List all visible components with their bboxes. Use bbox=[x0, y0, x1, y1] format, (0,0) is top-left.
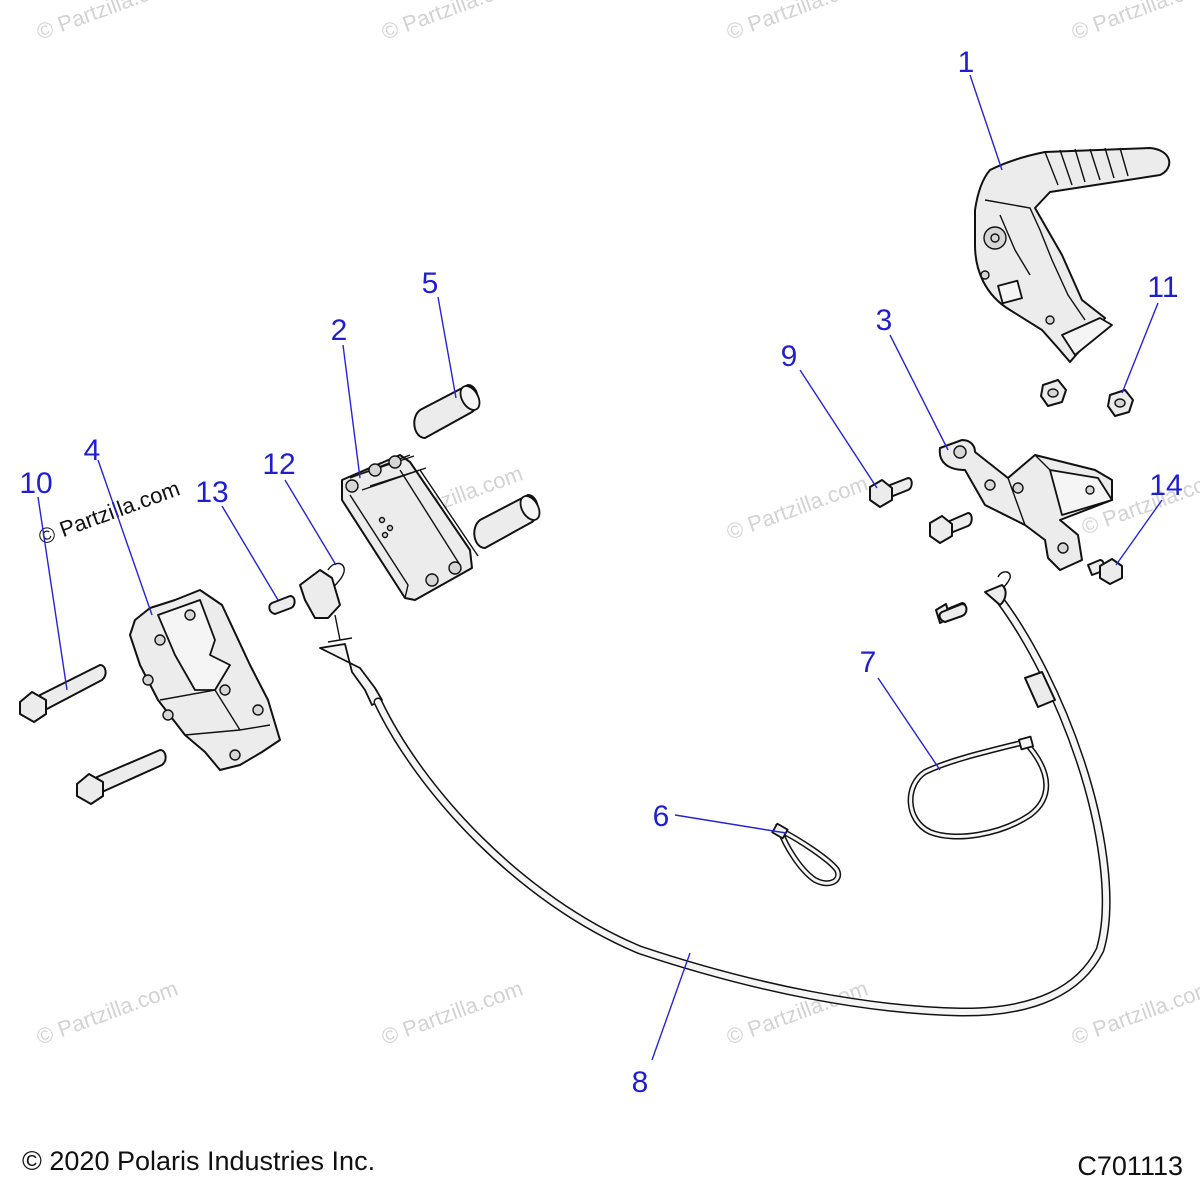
callout-13: 13 bbox=[195, 476, 228, 509]
callout-3: 3 bbox=[876, 304, 893, 337]
part-5-sleeve bbox=[413, 384, 541, 549]
watermark: © Partzilla.com bbox=[378, 0, 526, 45]
callout-4: 4 bbox=[84, 434, 101, 467]
part-4-mounting-plate bbox=[129, 589, 281, 771]
part-2-clamp-block bbox=[341, 454, 479, 601]
callout-14: 14 bbox=[1149, 469, 1182, 502]
leader-lines bbox=[37, 74, 1163, 1061]
callout-12: 12 bbox=[262, 448, 295, 481]
callout-7: 7 bbox=[860, 646, 877, 679]
callout-10: 10 bbox=[19, 467, 52, 500]
watermark: © Partzilla.com bbox=[378, 976, 526, 1050]
callout-6: 6 bbox=[653, 800, 670, 833]
part-6-cable-tie bbox=[771, 822, 842, 887]
callout-8: 8 bbox=[632, 1066, 649, 1099]
watermark: © Partzilla.com bbox=[33, 0, 181, 45]
watermark: © Partzilla.com bbox=[723, 0, 871, 45]
part-1-brake-lever bbox=[974, 147, 1171, 363]
part-13-pin bbox=[268, 595, 968, 623]
watermark: © Partzilla.com bbox=[1068, 0, 1200, 45]
part-9-bolt bbox=[869, 477, 973, 544]
part-10-bolt bbox=[19, 664, 167, 805]
callout-5: 5 bbox=[422, 267, 439, 300]
part-11-nut bbox=[1040, 379, 1134, 417]
part-7-cable-tie bbox=[907, 735, 1050, 840]
part-8-brake-cable bbox=[299, 569, 1111, 1017]
watermark: © Partzilla.com bbox=[35, 476, 183, 550]
callout-1: 1 bbox=[958, 46, 975, 79]
part-3-bracket bbox=[938, 439, 1113, 571]
watermark: © Partzilla.com bbox=[723, 976, 871, 1050]
callout-9: 9 bbox=[781, 340, 798, 373]
diagram-code: C701113 bbox=[1077, 1151, 1183, 1181]
watermark: © Partzilla.com bbox=[723, 471, 871, 545]
watermark: © Partzilla.com bbox=[33, 976, 181, 1050]
callout-11: 11 bbox=[1147, 271, 1178, 304]
callout-2: 2 bbox=[331, 314, 348, 347]
callout-labels: 1 2 3 4 5 6 7 8 9 10 11 12 13 14 bbox=[19, 46, 1182, 1099]
copyright-notice: © 2020 Polaris Industries Inc. bbox=[22, 1146, 375, 1176]
watermark: © Partzilla.com bbox=[1068, 976, 1200, 1050]
